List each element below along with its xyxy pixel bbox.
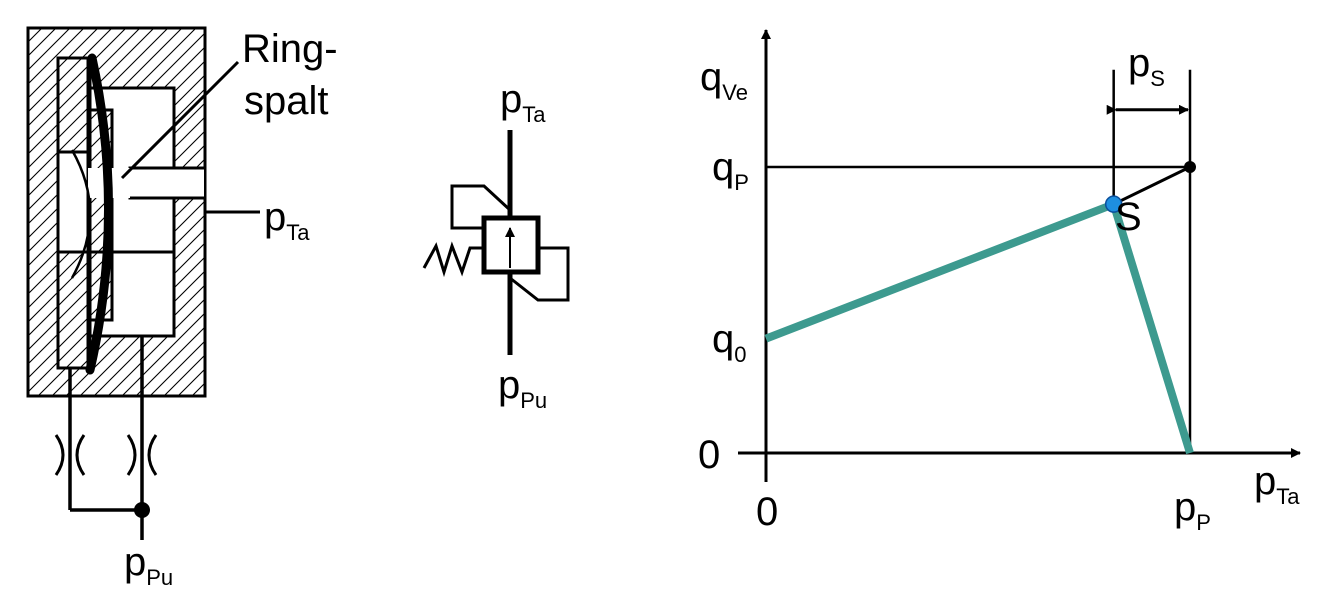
operating-point-dot xyxy=(1104,195,1123,213)
throttle-left-icon xyxy=(54,434,86,476)
characteristic-chart: qVe pTa 0 q0 qP 0 pP S pS xyxy=(698,29,1301,535)
y-tick-label-zero: 0 xyxy=(698,433,720,477)
throttle-right-icon xyxy=(126,434,158,476)
spring-pressure-label: pS xyxy=(1128,41,1165,91)
tangent-line xyxy=(1113,165,1191,206)
y-tick-label-q0: q0 xyxy=(712,317,747,367)
pump-port-label: pPu xyxy=(124,540,173,590)
ring-gap-label-2: spalt xyxy=(244,79,329,123)
points xyxy=(1104,161,1196,213)
inner-orifice-curve xyxy=(70,149,92,279)
flexible-tongue xyxy=(85,53,113,375)
y-tick-label-qp: qP xyxy=(712,145,749,195)
pilot-line-upper xyxy=(450,184,512,230)
y-axis-label: qVe xyxy=(700,55,748,105)
symbol-top-port-label: pTa xyxy=(500,77,546,127)
x-tick-label-zero: 0 xyxy=(756,490,778,534)
reference-lines xyxy=(766,69,1192,453)
spring-icon xyxy=(422,241,482,278)
valve-housing-hatched xyxy=(26,26,207,398)
pilot-line-lower xyxy=(509,246,570,302)
characteristic-line xyxy=(764,200,1194,455)
symbol-bottom-port-label: pPu xyxy=(498,363,547,413)
pump-point-dot xyxy=(1184,161,1196,173)
ring-gap-label-1: Ring- xyxy=(242,27,338,71)
valve-cross-section: Ring- spalt pTa pPu xyxy=(26,26,338,590)
tank-port-label: pTa xyxy=(264,195,310,245)
x-axis-label: pTa xyxy=(1254,459,1300,509)
junction-dot xyxy=(134,502,150,518)
ring-gap-leader xyxy=(120,60,240,180)
hydraulic-symbol: pTa pPu xyxy=(422,77,570,413)
x-tick-label-pp: pP xyxy=(1174,485,1211,535)
operating-point-label: S xyxy=(1115,195,1142,239)
